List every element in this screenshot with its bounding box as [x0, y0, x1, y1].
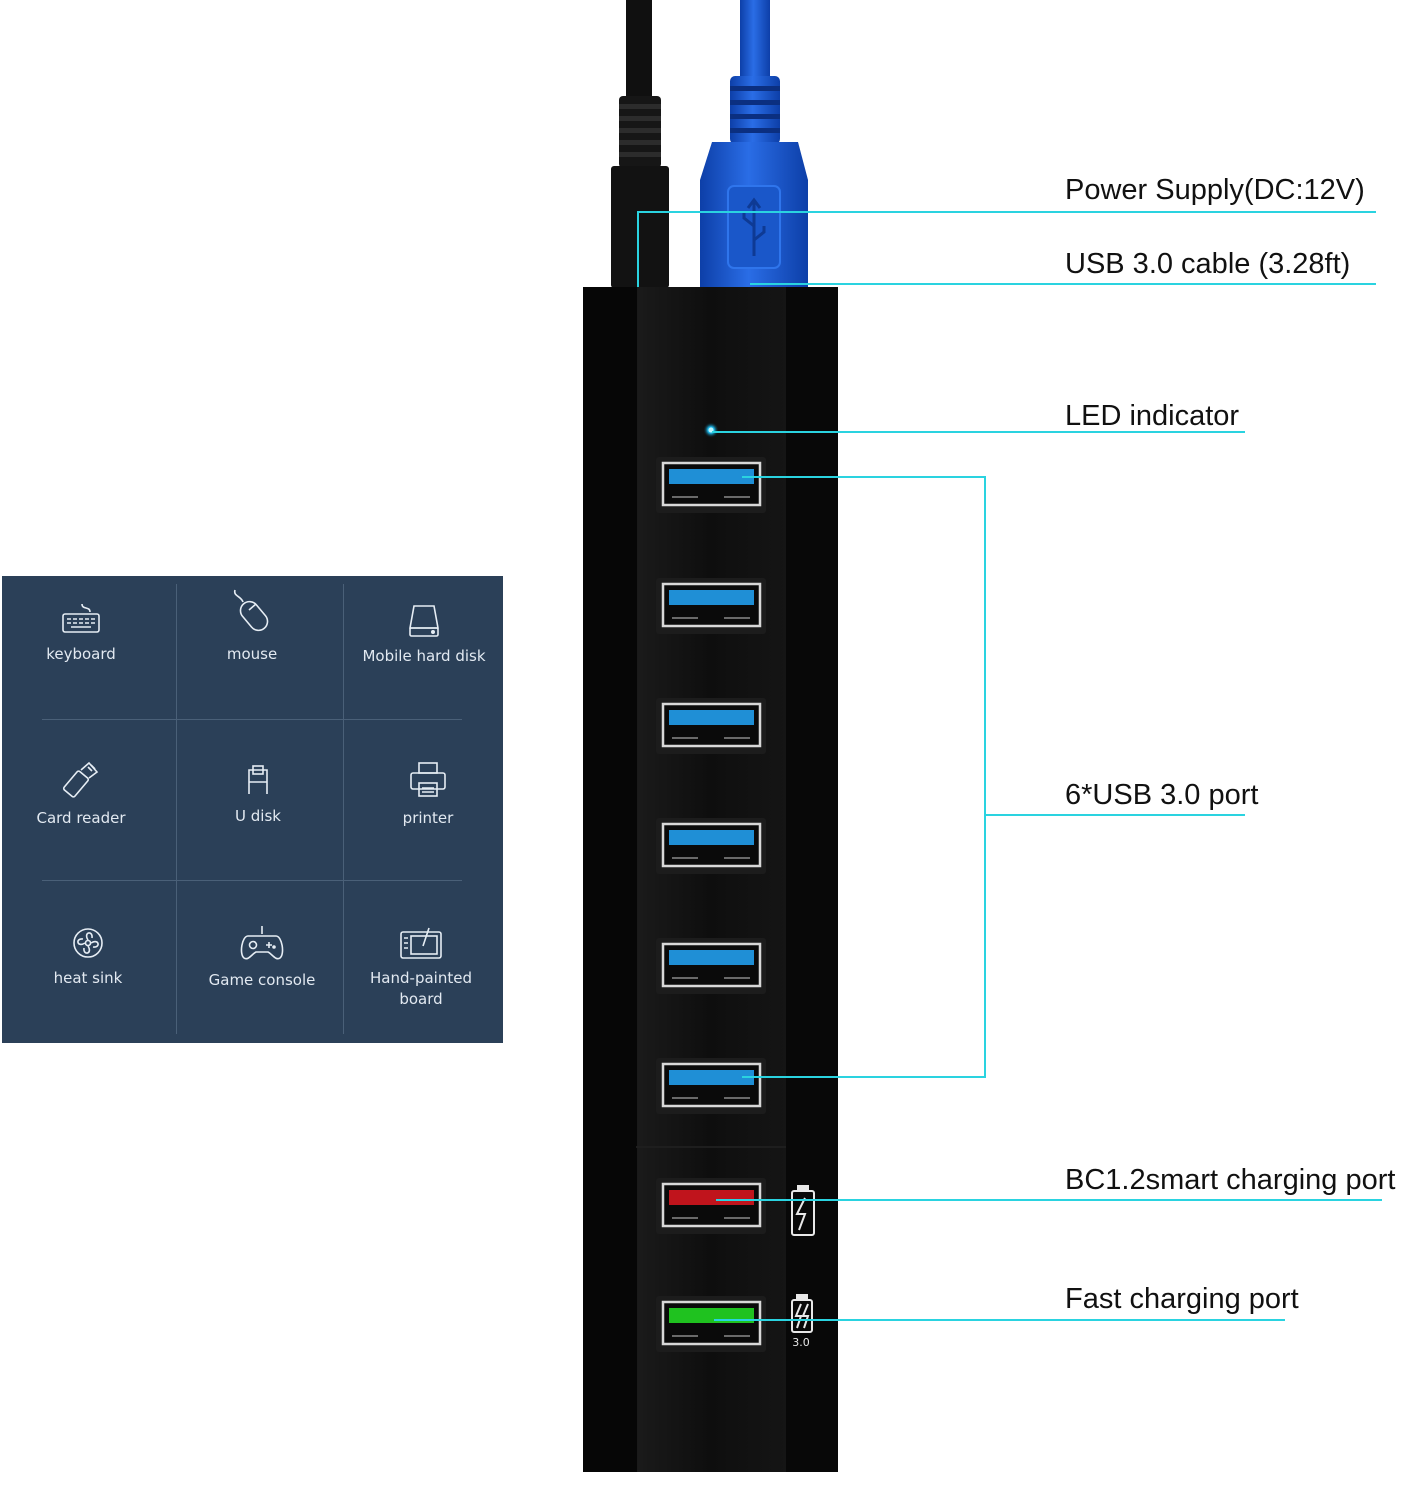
usb3-port-4 [656, 818, 766, 874]
power-leader [637, 211, 1376, 287]
fast-port-badge: 3.0 [792, 1336, 810, 1349]
device-label: Game console [208, 971, 316, 989]
fast-charging-port [656, 1296, 766, 1352]
callout-fast-port: Fast charging port [1065, 1283, 1299, 1315]
keyboard-icon [62, 603, 100, 633]
device-card-reader: Card reader [21, 760, 141, 829]
callout-usb-ports: 6*USB 3.0 port [1065, 779, 1259, 811]
device-mobile-hard-disk: Mobile hard disk [351, 602, 497, 667]
drawing-tablet-icon [400, 927, 442, 959]
fan-icon [73, 928, 103, 958]
callout-power-supply: Power Supply(DC:12V) [1065, 174, 1365, 206]
grid-divider [42, 719, 462, 720]
device-printer: printer [368, 760, 488, 829]
leader-lines [637, 211, 1382, 1321]
compatible-devices-panel: keyboard mouse Mobile hard disk Card rea… [2, 576, 503, 1043]
device-label: Card reader [36, 809, 126, 827]
device-label: heat sink [53, 969, 123, 987]
device-hand-painted-board: Hand-painted board [354, 926, 488, 1010]
battery-double-bolt-icon [791, 1294, 813, 1333]
gamepad-icon [240, 926, 284, 960]
mouse-icon [233, 589, 269, 632]
usb3-port-2 [656, 578, 766, 634]
usb3-port-5 [656, 938, 766, 994]
callout-bc12-port: BC1.2smart charging port [1065, 1164, 1396, 1196]
u-disk-icon [248, 765, 268, 794]
callout-usb-cable: USB 3.0 cable (3.28ft) [1065, 248, 1351, 280]
card-reader-icon [62, 761, 99, 798]
bc12-charging-port [656, 1178, 766, 1234]
usb-bracket [742, 476, 986, 1078]
battery-bolt-icon [791, 1185, 815, 1236]
device-label: Hand-painted board [370, 969, 472, 1008]
hard-disk-icon [409, 605, 439, 637]
usb-hub-body [583, 287, 838, 1472]
usb-logo-icon [742, 197, 766, 256]
grid-divider [42, 880, 462, 881]
ports-group [656, 457, 766, 1352]
usb3-port-6 [656, 1058, 766, 1114]
usb-cable [700, 0, 808, 288]
device-label: U disk [235, 807, 281, 825]
grid-divider [176, 584, 177, 1034]
device-label: mouse [226, 645, 278, 663]
led-indicator [703, 422, 719, 438]
grid-divider [343, 584, 344, 1034]
usb3-port-1 [656, 457, 766, 513]
power-cable [611, 0, 669, 288]
device-label: Mobile hard disk [362, 647, 486, 665]
device-label: printer [402, 809, 454, 827]
device-mouse: mouse [192, 588, 312, 665]
usb3-port-3 [656, 698, 766, 754]
device-heat-sink: heat sink [28, 926, 148, 989]
device-keyboard: keyboard [21, 602, 141, 665]
printer-icon [410, 762, 446, 797]
device-label: keyboard [46, 645, 116, 663]
device-game-console: Game console [194, 924, 330, 991]
device-u-disk: U disk [198, 762, 318, 827]
callout-led-indicator: LED indicator [1065, 400, 1240, 432]
